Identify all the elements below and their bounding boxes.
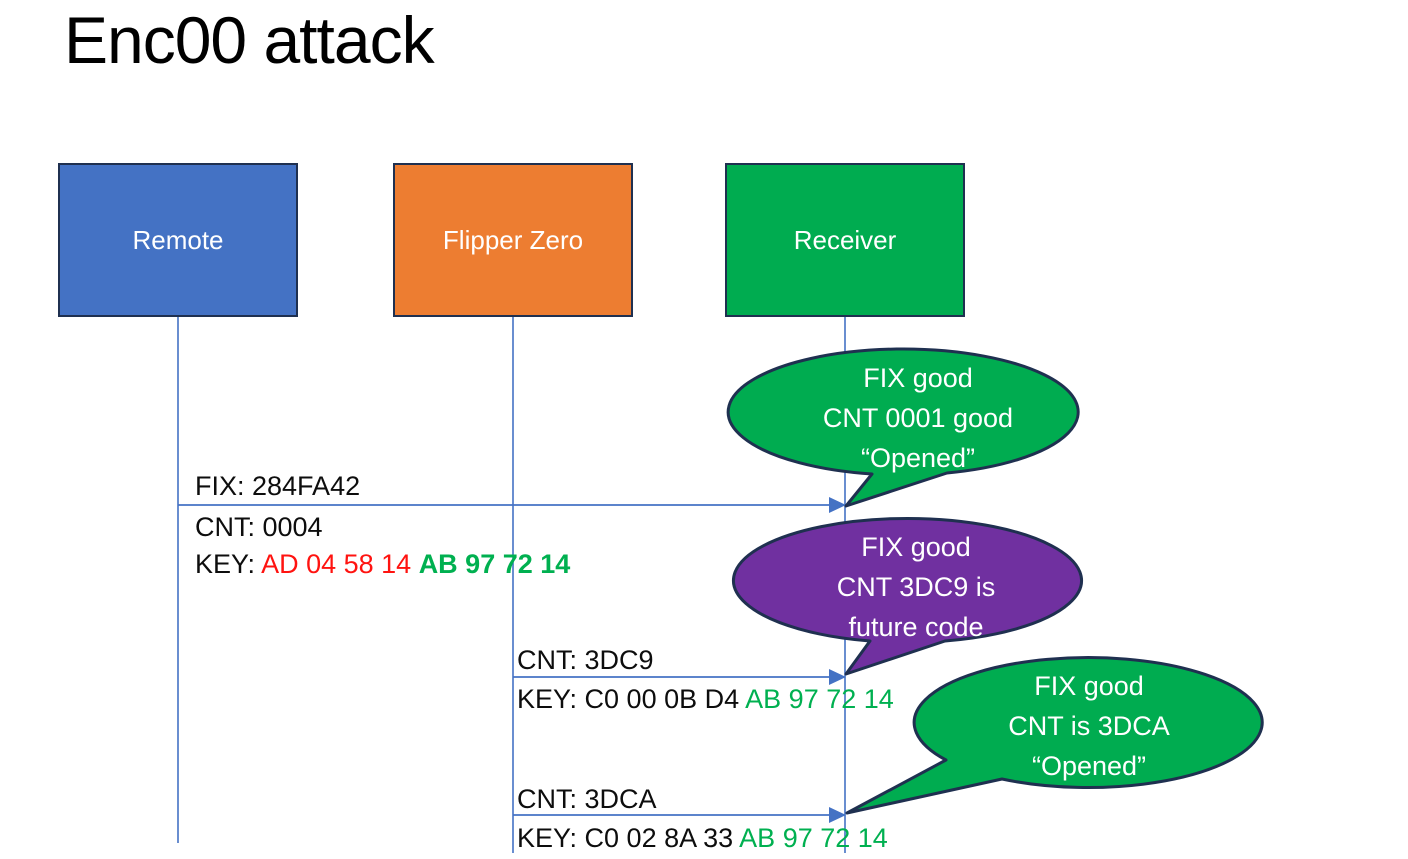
message-2-cnt: CNT: 3DC9 xyxy=(517,645,654,675)
message-1-fix: FIX: 284FA42 xyxy=(195,471,361,501)
arrowhead-icon xyxy=(829,807,846,823)
bubble-3-line-3: “Opened” xyxy=(1031,751,1147,781)
callout-bubble-receiver-2 xyxy=(732,516,1083,676)
bubble-1-line-2: CNT 0001 good xyxy=(822,403,1014,433)
message-3-key-black-bytes: KEY: C0 02 8A 33 xyxy=(517,823,740,853)
bubble-2-line-2: CNT 3DC9 is xyxy=(836,572,996,602)
message-2-key-green-bytes: AB 97 72 14 xyxy=(745,684,894,714)
message-arrow-remote-to-receiver xyxy=(178,497,846,513)
message-3-cnt: CNT: 3DCA xyxy=(517,784,657,814)
message-2-key-black-bytes: KEY: C0 00 0B D4 xyxy=(517,684,746,714)
message-2-key: KEY: C0 00 0B D4 AB 97 72 14 xyxy=(517,684,894,714)
message-3-key: KEY: C0 02 8A 33 AB 97 72 14 xyxy=(517,823,888,853)
message-3-key-green-bytes: AB 97 72 14 xyxy=(739,823,888,853)
message-1-key: KEY: AD 04 58 14 AB 97 72 14 xyxy=(195,549,570,579)
message-1-cnt: CNT: 0004 xyxy=(195,512,323,542)
actor-label-remote: Remote xyxy=(132,224,224,255)
bubble-1-text: FIX good CNT 0001 good “Opened” xyxy=(753,358,1083,478)
actor-label-receiver: Receiver xyxy=(793,224,897,255)
bubble-3-line-2: CNT is 3DCA xyxy=(1008,711,1170,741)
bubble-2-line-3: future code xyxy=(848,612,984,642)
message-1-key-red-bytes: AD 04 58 14 xyxy=(261,549,419,579)
arrowhead-icon xyxy=(829,669,846,685)
arrowhead-icon xyxy=(829,497,846,513)
bubble-1-line-3: “Opened” xyxy=(860,443,976,473)
message-1-key-green-bytes: AB 97 72 14 xyxy=(418,549,571,579)
bubble-1-line-1: FIX good xyxy=(863,363,973,393)
actor-label-flipper-zero: Flipper Zero xyxy=(442,224,584,255)
message-arrow-flipper-to-receiver-2 xyxy=(513,807,846,823)
actor-box-flipper-zero: Flipper Zero xyxy=(393,163,633,317)
bubble-2-text: FIX good CNT 3DC9 is future code xyxy=(751,527,1081,647)
message-1-key-label: KEY: xyxy=(195,549,262,579)
bubble-2-line-1: FIX good xyxy=(861,532,971,562)
bubble-3-line-1: FIX good xyxy=(1034,671,1144,701)
callout-bubble-receiver-1 xyxy=(726,347,1080,508)
actor-box-remote: Remote xyxy=(58,163,298,317)
message-arrow-flipper-to-receiver-1 xyxy=(513,669,846,685)
actor-box-receiver: Receiver xyxy=(725,163,965,317)
bubble-3-text: FIX good CNT is 3DCA “Opened” xyxy=(924,666,1254,786)
callout-bubble-receiver-3 xyxy=(845,656,1264,815)
page-title: Enc00 attack xyxy=(64,3,435,77)
